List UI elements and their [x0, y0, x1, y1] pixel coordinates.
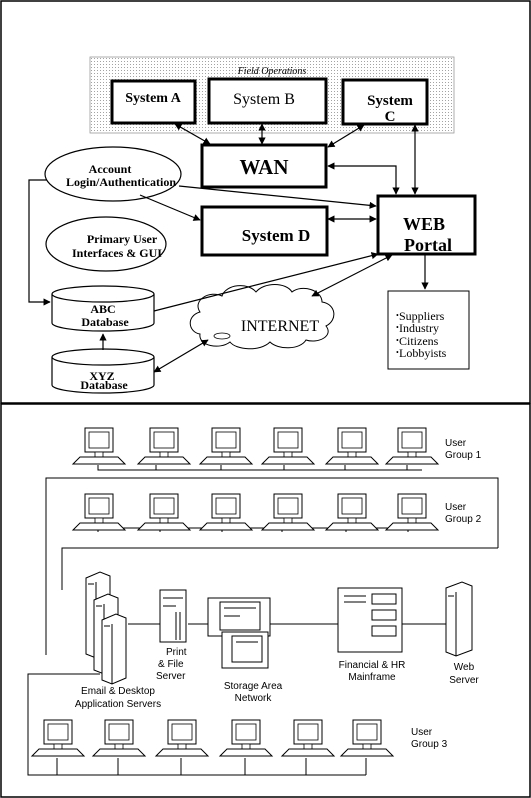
print-server-label: Print & File Server [156, 647, 187, 682]
email-servers-label: Email & Desktop Application Servers [75, 686, 161, 710]
svg-text:System: System [367, 93, 413, 109]
svg-text:Email & Desktop: Email & Desktop [81, 686, 155, 697]
svg-text:Primary User: Primary User [87, 232, 158, 246]
system-a-box: System A [110, 79, 197, 125]
svg-text:System B: System B [233, 91, 295, 108]
stakeholders-box: Suppliers Industry Citizens Lobbyists • … [387, 290, 470, 370]
svg-text:System A: System A [125, 91, 182, 106]
svg-text:Suppliers: Suppliers [399, 309, 445, 323]
svg-text:INTERNET: INTERNET [241, 318, 319, 335]
computer-icon [137, 427, 191, 465]
web-portal-box: WEB Portal [376, 194, 477, 256]
svg-text:& File: & File [158, 659, 184, 670]
svg-text:Lobbyists: Lobbyists [399, 346, 447, 360]
svg-text:Database: Database [80, 378, 128, 392]
svg-text:System D: System D [242, 226, 310, 245]
print-file-server [159, 589, 187, 643]
email-server-towers [85, 571, 127, 685]
computer-icon [325, 493, 379, 531]
user-group-2-label: User Group 2 [445, 502, 482, 525]
mainframe [337, 587, 403, 653]
svg-text:•: • [396, 323, 399, 332]
user-group-1-label: User Group 1 [445, 438, 482, 461]
user-group-2-computers [72, 493, 439, 531]
web-server [445, 581, 473, 657]
computer-icon [219, 719, 273, 757]
svg-text:Login/Authentication: Login/Authentication [66, 175, 176, 189]
svg-text:Account: Account [89, 162, 132, 176]
mainframe-label: Financial & HR Mainframe [339, 660, 406, 683]
computer-icon [199, 427, 253, 465]
svg-text:User: User [411, 727, 433, 738]
computer-icon [385, 493, 439, 531]
storage-label: Storage Area Network [224, 681, 283, 704]
svg-text:Citizens: Citizens [399, 334, 439, 348]
computer-icon [385, 427, 439, 465]
account-login-ellipse: Account Login/Authentication [44, 146, 182, 202]
internet-cloud: INTERNET [189, 284, 335, 350]
svg-text:Group 1: Group 1 [445, 450, 482, 461]
computer-icon [31, 719, 85, 757]
user-group-3-label: User Group 3 [411, 727, 448, 750]
svg-text:Financial & HR: Financial & HR [339, 660, 406, 671]
svg-text:Interfaces & GUI: Interfaces & GUI [72, 246, 162, 260]
svg-text:XYZ: XYZ [89, 369, 114, 383]
svg-text:ABC: ABC [90, 302, 115, 316]
svg-text:Group 2: Group 2 [445, 514, 482, 525]
computer-icon [92, 719, 146, 757]
svg-text:Database: Database [81, 315, 129, 329]
top-panel-border [0, 0, 531, 404]
svg-text:Server: Server [449, 675, 479, 686]
svg-text:WAN: WAN [239, 155, 288, 179]
system-b-box: System B [207, 77, 328, 125]
computer-icon [281, 719, 335, 757]
computer-icon [261, 493, 315, 531]
field-operations-label: Field Operations [237, 66, 307, 77]
svg-text:WEB: WEB [403, 214, 445, 234]
bottom-panel-border [0, 403, 531, 798]
svg-text:•: • [396, 348, 399, 357]
abc-database: ABC Database [51, 285, 155, 332]
wan-box: WAN [200, 143, 328, 189]
system-d-box: System D [200, 205, 329, 257]
svg-text:User: User [445, 502, 467, 513]
computer-icon [72, 493, 126, 531]
computer-icon [325, 427, 379, 465]
system-c-box: System C [341, 78, 429, 126]
web-server-label: Web Server [449, 662, 479, 686]
svg-text:Industry: Industry [399, 321, 439, 335]
user-group-3-computers [31, 719, 394, 757]
svg-text:Mainframe: Mainframe [348, 672, 396, 683]
computer-icon [261, 427, 315, 465]
primary-user-interfaces-ellipse: Primary User Interfaces & GUI [45, 216, 167, 272]
computer-icon [72, 427, 126, 465]
storage-area-network [207, 597, 271, 669]
top-connectors [28, 123, 429, 373]
svg-text:•: • [396, 311, 399, 320]
svg-text:Web: Web [454, 662, 475, 673]
svg-text:Storage Area: Storage Area [224, 681, 283, 692]
svg-text:Network: Network [235, 693, 273, 704]
computer-icon [137, 493, 191, 531]
computer-icon [199, 493, 253, 531]
xyz-database: XYZ Database [51, 348, 155, 394]
svg-text:Server: Server [156, 671, 186, 682]
computer-icon [155, 719, 209, 757]
svg-text:C: C [385, 109, 396, 125]
svg-text:Group 3: Group 3 [411, 739, 448, 750]
user-group-1-computers [72, 427, 439, 465]
svg-text:Print: Print [166, 647, 187, 658]
svg-text:User: User [445, 438, 467, 449]
svg-text:Application Servers: Application Servers [75, 699, 161, 710]
svg-text:Portal: Portal [404, 235, 452, 255]
svg-text:•: • [396, 336, 399, 345]
computer-icon [340, 719, 394, 757]
